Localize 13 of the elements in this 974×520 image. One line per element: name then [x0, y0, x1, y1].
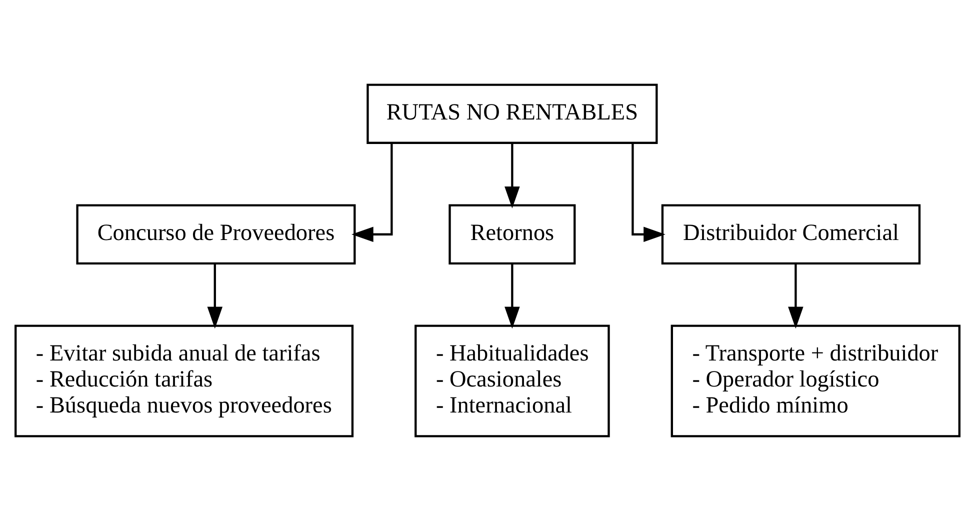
arrow: [504, 142, 520, 208]
node-box: - Habitualidades - Ocasionales - Internacional: [414, 324, 610, 437]
arrow: [351, 142, 392, 242]
arrow: [631, 142, 665, 242]
node-box: Distribuidor Comercial: [660, 204, 920, 264]
arrow: [504, 264, 520, 328]
node-box: Concurso de Proveedores: [76, 204, 356, 264]
node-box: Retornos: [448, 204, 576, 264]
arrow: [788, 264, 803, 328]
arrow: [206, 264, 222, 328]
node-box: - Transporte + distribuidor - Operador logístico - Pedido mínimo: [670, 324, 960, 437]
node-box: - Evitar subida anual de tarifas - Reducción tarifas - Búsqueda nuevos proveedores: [14, 324, 354, 437]
node-box: RUTAS NO RENTABLES: [366, 83, 658, 144]
